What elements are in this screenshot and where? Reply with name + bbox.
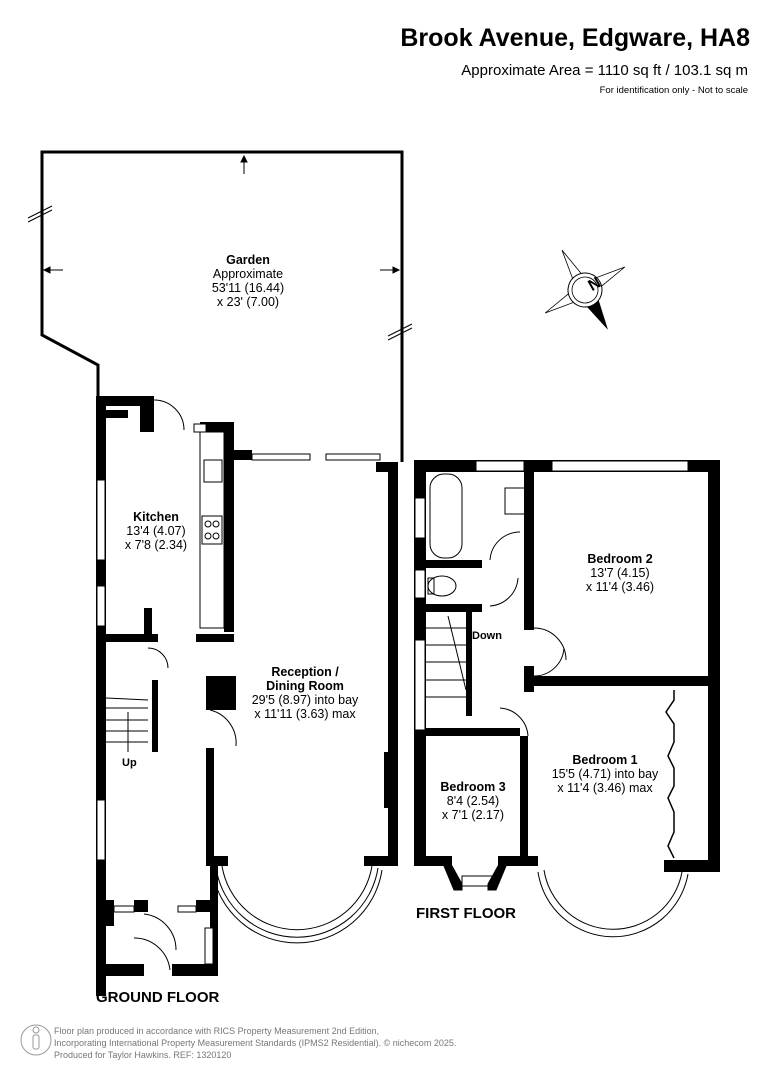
approximate-area: Approximate Area = 1110 sq ft / 103.1 sq…	[461, 62, 748, 79]
staircase-down	[426, 615, 467, 698]
footer-line: Floor plan produced in accordance with R…	[54, 1026, 380, 1036]
room-note: Approximate	[212, 267, 284, 281]
room-name: Bedroom 2	[587, 552, 653, 566]
room-dimension: x 11'4 (3.46)	[585, 580, 655, 594]
room-dimension: x 7'8 (2.34)	[124, 538, 188, 552]
person-info-icon	[20, 1024, 52, 1056]
room-dimension: 53'11 (16.44)	[211, 281, 285, 295]
first-floor-door-swings	[489, 531, 567, 737]
room-label-bedroom-3: Bedroom 3 8'4 (2.54) x 7'1 (2.17)	[440, 780, 505, 822]
compass-rose-icon	[544, 249, 626, 330]
footer-credits: Floor plan produced in accordance with R…	[54, 1025, 456, 1061]
first-floor-windows	[414, 460, 689, 887]
room-dimension: x 11'4 (3.46) max	[557, 781, 653, 795]
bedroom3-bay	[443, 865, 507, 891]
room-label-bedroom-1: Bedroom 1 15'5 (4.71) into bay x 11'4 (3…	[552, 753, 659, 795]
wardrobe-doors	[665, 690, 675, 859]
room-dimension: 13'7 (4.15)	[590, 566, 650, 580]
room-name: Bedroom 1	[572, 753, 638, 767]
scale-disclaimer: For identification only - Not to scale	[599, 85, 748, 96]
first-floor-label: FIRST FLOOR	[416, 905, 516, 922]
stairs-up-label: Up	[122, 757, 137, 769]
room-dimension: 29'5 (8.97) into bay	[251, 693, 359, 707]
kitchen-units	[199, 431, 225, 629]
garden-dimension-arrows	[27, 154, 413, 341]
room-dimension: x 11'11 (3.63) max	[254, 707, 356, 721]
room-name: Bedroom 3	[440, 780, 506, 794]
ground-floor-walls	[96, 396, 398, 996]
room-label-kitchen: Kitchen 13'4 (4.07) x 7'8 (2.34)	[125, 510, 187, 552]
bedroom1-bay	[537, 869, 689, 938]
room-name: Reception /	[271, 665, 339, 679]
staircase-up	[105, 697, 149, 752]
bathroom-fixtures	[427, 473, 528, 597]
footer-line: Produced for Taylor Hawkins. REF: 132012…	[54, 1050, 232, 1060]
room-dimension: x 7'1 (2.17)	[441, 808, 505, 822]
room-label-reception: Reception / Dining Room 29'5 (8.97) into…	[252, 665, 359, 721]
stairs-down-label: Down	[472, 630, 502, 642]
room-name: Dining Room	[266, 679, 344, 693]
ground-floor-windows	[96, 423, 381, 965]
room-dimension: x 23' (7.00)	[216, 295, 280, 309]
room-dimension: 15'5 (4.71) into bay	[551, 767, 659, 781]
room-name: Kitchen	[133, 510, 179, 524]
garden-outline	[40, 150, 404, 462]
property-title: Brook Avenue, Edgware, HA8	[400, 24, 750, 52]
room-label-garden: Garden Approximate 53'11 (16.44) x 23' (…	[212, 253, 284, 309]
ground-floor-label: GROUND FLOOR	[96, 989, 220, 1006]
room-name: Garden	[226, 253, 270, 267]
room-dimension: 8'4 (2.54)	[446, 794, 500, 808]
room-dimension: 13'4 (4.07)	[126, 524, 186, 538]
door-swings	[133, 399, 237, 971]
room-label-bedroom-2: Bedroom 2 13'7 (4.15) x 11'4 (3.46)	[586, 552, 654, 594]
footer-line: Incorporating International Property Mea…	[54, 1038, 457, 1048]
reception-bay	[211, 865, 383, 944]
